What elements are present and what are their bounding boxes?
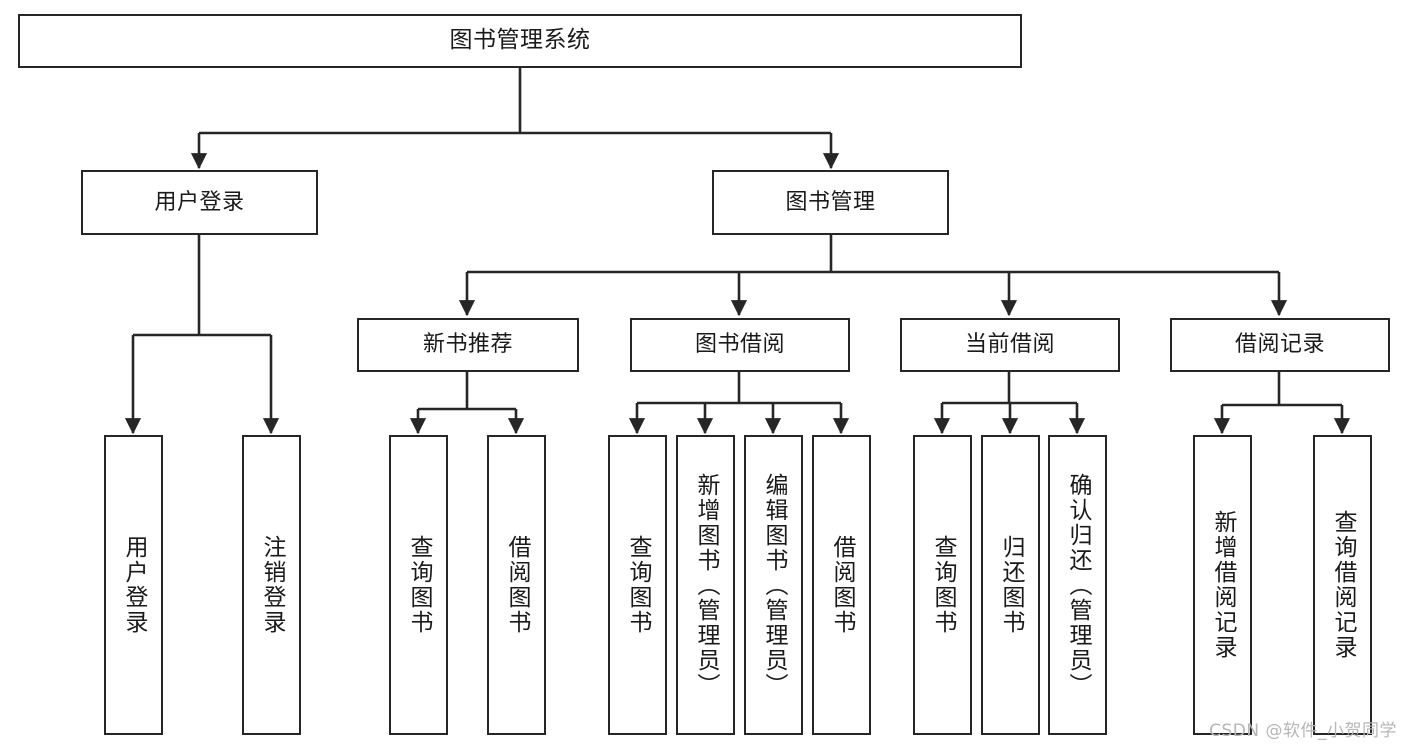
- node-current-borrow[interactable]: 当前借阅: [900, 318, 1120, 372]
- leaf-current-query-book-label: 查询图书: [930, 535, 956, 635]
- leaf-current-confirm-return-label: 确认归还（管理员）: [1065, 472, 1091, 698]
- leaf-borrow-add-book[interactable]: 新增图书（管理员）: [676, 435, 735, 735]
- node-book-management[interactable]: 图书管理: [712, 170, 949, 235]
- leaf-user-login-logout-label: 注销登录: [259, 535, 285, 635]
- node-borrow-record-label: 借阅记录: [1234, 332, 1325, 358]
- leaf-user-login-logout[interactable]: 注销登录: [242, 435, 301, 735]
- node-root[interactable]: 图书管理系统: [18, 14, 1022, 68]
- leaf-current-return-book[interactable]: 归还图书: [981, 435, 1040, 735]
- leaf-new-book-query[interactable]: 查询图书: [389, 435, 448, 735]
- leaf-new-book-borrow[interactable]: 借阅图书: [487, 435, 546, 735]
- leaf-record-add-record-label: 新增借阅记录: [1210, 510, 1236, 660]
- node-user-login[interactable]: 用户登录: [81, 170, 318, 235]
- node-book-borrow[interactable]: 图书借阅: [630, 318, 850, 372]
- leaf-borrow-borrow-book[interactable]: 借阅图书: [812, 435, 871, 735]
- leaf-new-book-borrow-label: 借阅图书: [504, 535, 530, 635]
- leaf-borrow-query-book-label: 查询图书: [625, 535, 651, 635]
- leaf-record-query-record[interactable]: 查询借阅记录: [1313, 435, 1372, 735]
- node-root-label: 图书管理系统: [449, 27, 591, 54]
- leaf-current-query-book[interactable]: 查询图书: [913, 435, 972, 735]
- node-new-book-recommend-label: 新书推荐: [422, 332, 513, 358]
- watermark-text: CSDN @软件_小贺同学: [1209, 721, 1397, 741]
- leaf-borrow-edit-book[interactable]: 编辑图书（管理员）: [744, 435, 803, 735]
- node-borrow-record[interactable]: 借阅记录: [1170, 318, 1390, 372]
- leaf-current-return-book-label: 归还图书: [998, 535, 1024, 635]
- leaf-record-query-record-label: 查询借阅记录: [1330, 510, 1356, 660]
- leaf-user-login-login[interactable]: 用户登录: [104, 435, 163, 735]
- leaf-borrow-query-book[interactable]: 查询图书: [608, 435, 667, 735]
- leaf-current-confirm-return[interactable]: 确认归还（管理员）: [1048, 435, 1107, 735]
- node-book-borrow-label: 图书借阅: [694, 332, 785, 358]
- node-book-management-label: 图书管理: [785, 189, 876, 215]
- leaf-user-login-login-label: 用户登录: [121, 535, 147, 635]
- leaf-new-book-query-label: 查询图书: [406, 535, 432, 635]
- leaf-borrow-borrow-book-label: 借阅图书: [829, 535, 855, 635]
- node-new-book-recommend[interactable]: 新书推荐: [357, 318, 579, 372]
- leaf-record-add-record[interactable]: 新增借阅记录: [1193, 435, 1252, 735]
- leaf-borrow-add-book-label: 新增图书（管理员）: [693, 472, 719, 698]
- node-user-login-label: 用户登录: [154, 189, 245, 215]
- node-current-borrow-label: 当前借阅: [964, 332, 1055, 358]
- leaf-borrow-edit-book-label: 编辑图书（管理员）: [761, 472, 787, 698]
